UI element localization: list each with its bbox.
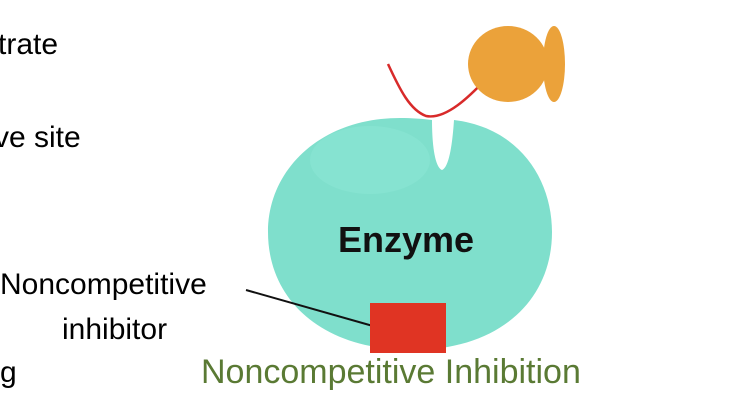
diagram-caption: Noncompetitive Inhibition [201,353,581,391]
drug-label: g [0,356,17,389]
substrate-label: trate [0,28,59,61]
noncompetitive-inhibitor-label-line2: inhibitor [62,313,168,346]
enzyme-label: Enzyme [338,219,475,260]
substrate-pointer-line [386,63,488,118]
noncompetitive-inhibitor-label-line1: Noncompetitive [0,268,207,301]
inhibitor-pointer-line [245,289,381,329]
active-site-label: ve site [0,121,81,154]
enzyme-highlight [310,126,430,194]
substrate-tail [543,26,565,102]
inhibitor-block [370,303,446,353]
substrate-body [468,26,548,102]
